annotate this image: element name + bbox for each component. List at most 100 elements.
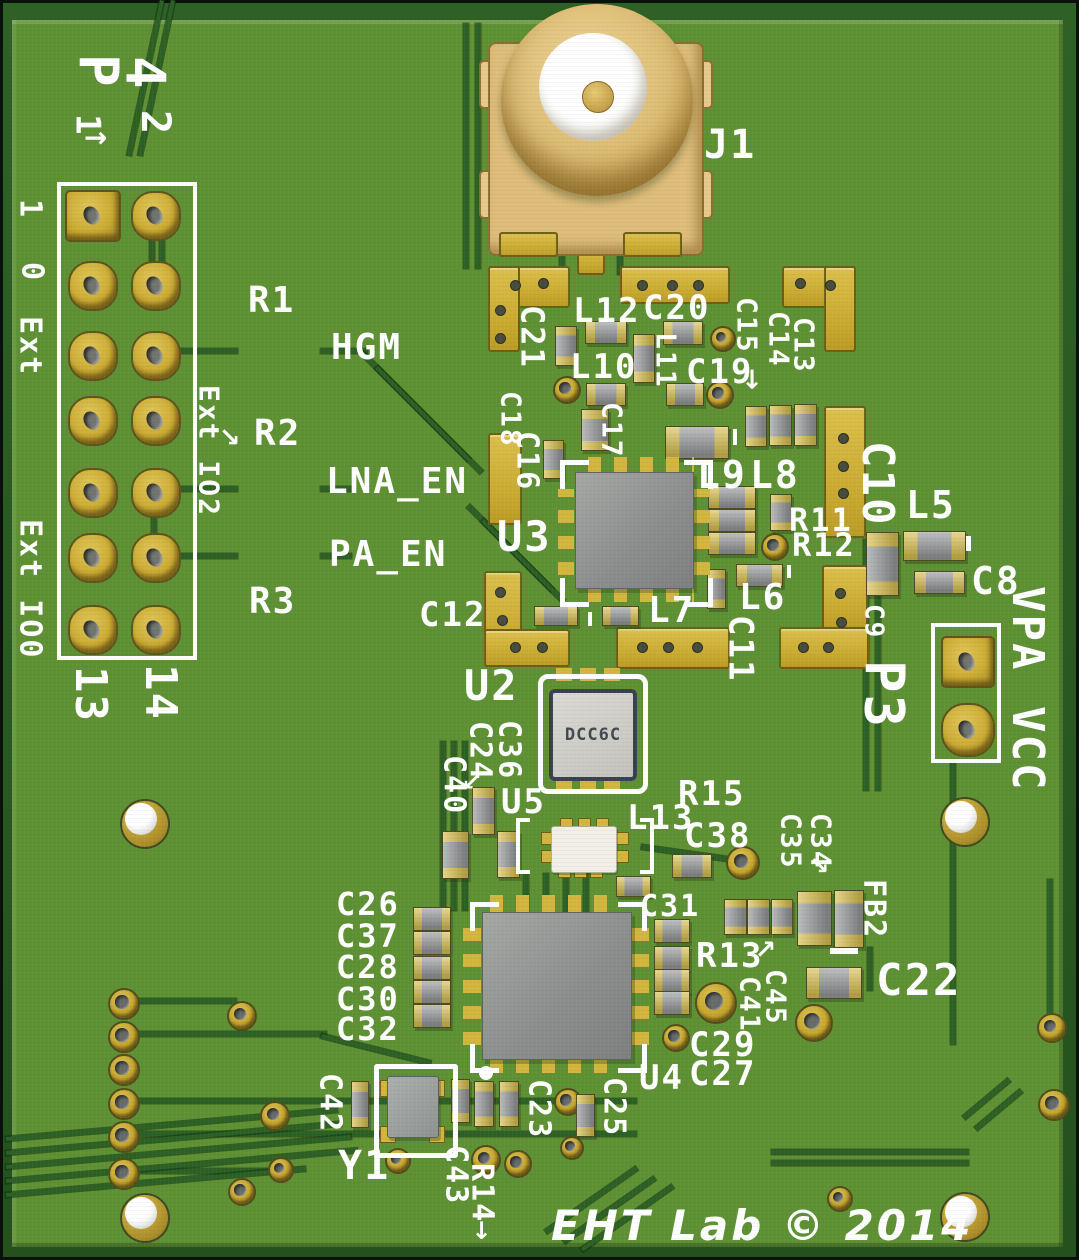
y1-silkscreen-outline — [374, 1064, 458, 1158]
chip-pads — [588, 586, 694, 602]
smd-component — [413, 1004, 451, 1028]
silk-label-vpa: VPA — [1001, 586, 1053, 672]
u5-pad — [615, 832, 629, 845]
via-hole — [233, 1007, 247, 1021]
trace — [138, 0, 175, 156]
smd-component — [654, 991, 690, 1015]
silk-label-c8: C8 — [971, 559, 1021, 603]
pth-pin-p4-7 — [68, 396, 118, 446]
trace — [868, 948, 872, 990]
via — [108, 1158, 140, 1190]
via-hole — [560, 1094, 572, 1106]
trace — [375, 366, 483, 474]
trace — [581, 1184, 674, 1252]
trace — [321, 349, 367, 353]
pth-pin-p4-6 — [131, 331, 181, 381]
smd-component — [736, 564, 783, 587]
silk-label-r15: R15 — [678, 774, 746, 814]
via — [108, 988, 140, 1020]
copper-pour — [499, 232, 558, 257]
via — [726, 846, 760, 880]
copper-pour — [488, 266, 520, 352]
trace — [6, 1108, 338, 1141]
silk-label-c16: C16 — [509, 431, 545, 492]
silk-label-p: P — [66, 54, 130, 89]
smd-component — [663, 321, 703, 345]
pth-pin-p4-14 — [131, 605, 181, 655]
smd-component — [666, 383, 704, 406]
u5-pad — [560, 818, 573, 830]
silk-label-c25: C25 — [596, 1077, 632, 1138]
via-hole — [273, 1162, 285, 1174]
chip-corner-bracket — [560, 578, 589, 607]
pour-via-dot — [495, 587, 506, 598]
trace — [127, 0, 164, 156]
y1-pad — [380, 1080, 396, 1097]
silk-label-c30: C30 — [336, 980, 400, 1018]
silk-label-2: 2 — [132, 110, 178, 137]
via — [554, 1088, 582, 1116]
pth-pin-p3-1 — [941, 636, 995, 688]
silk-label-u4: U4 — [639, 1058, 684, 1098]
pth-pin-p4-11 — [68, 533, 118, 583]
trace — [136, 1132, 636, 1136]
trace — [136, 1032, 326, 1036]
via — [695, 982, 737, 1024]
smd-component — [771, 899, 793, 935]
pin-hole — [80, 343, 103, 368]
silk-label-14: 14 — [134, 664, 186, 721]
silk-label-hgm: HGM — [331, 327, 403, 368]
silk-label-y1: Y1 — [338, 1143, 391, 1189]
u5-pad — [541, 832, 555, 845]
pth-pin-p4-1 — [65, 190, 121, 242]
silk-tick — [787, 565, 791, 578]
silk-label-u5: U5 — [501, 782, 546, 822]
via — [504, 1150, 532, 1178]
silk-label-l11: L11 — [649, 332, 683, 389]
via — [108, 1021, 140, 1053]
qfn-chip-u3 — [575, 472, 694, 589]
silk-label-ext-io0: Ext IO0 — [12, 519, 48, 660]
chip-corner-bracket — [470, 1044, 499, 1073]
smd-component — [708, 532, 756, 555]
smd-component — [769, 405, 792, 446]
trace — [618, 246, 622, 274]
silk-label-c41: C41 — [733, 976, 767, 1033]
silk-label-c26: C26 — [336, 885, 400, 923]
smd-component — [442, 831, 469, 879]
pth-pin-p4-13 — [68, 605, 118, 655]
u5-pad — [590, 866, 603, 878]
smd-component — [654, 946, 690, 970]
chip-corner-bracket — [684, 578, 713, 607]
silk-label-1: 1 — [12, 199, 48, 220]
via-hole — [767, 539, 779, 551]
copper-pour — [782, 266, 856, 308]
silk-label-c9: C9 — [858, 604, 889, 640]
mounting-hole-ball — [125, 803, 157, 835]
pour-via-dot — [510, 280, 521, 291]
silk-label-c19: C19 — [686, 352, 754, 392]
copper-pour — [822, 565, 868, 632]
via — [662, 1024, 690, 1052]
silk-label-c45: C45 — [759, 969, 793, 1026]
smd-component — [745, 406, 767, 447]
pin-hole — [143, 408, 166, 433]
mounting-hole-ball — [945, 1196, 977, 1228]
chip-pads — [631, 921, 649, 1045]
smd-component — [581, 409, 609, 451]
trace — [321, 554, 351, 558]
via — [795, 1004, 833, 1042]
silk-label-r1: R1 — [248, 280, 296, 321]
u5-pad — [578, 818, 591, 830]
pour-via-dot — [495, 305, 506, 316]
copper-pour — [484, 629, 570, 667]
silk-label-c42: C42 — [312, 1073, 348, 1134]
trace — [136, 1169, 276, 1173]
trace — [136, 999, 236, 1003]
silk-label-ext-io2: Ext IO2 — [192, 385, 226, 518]
